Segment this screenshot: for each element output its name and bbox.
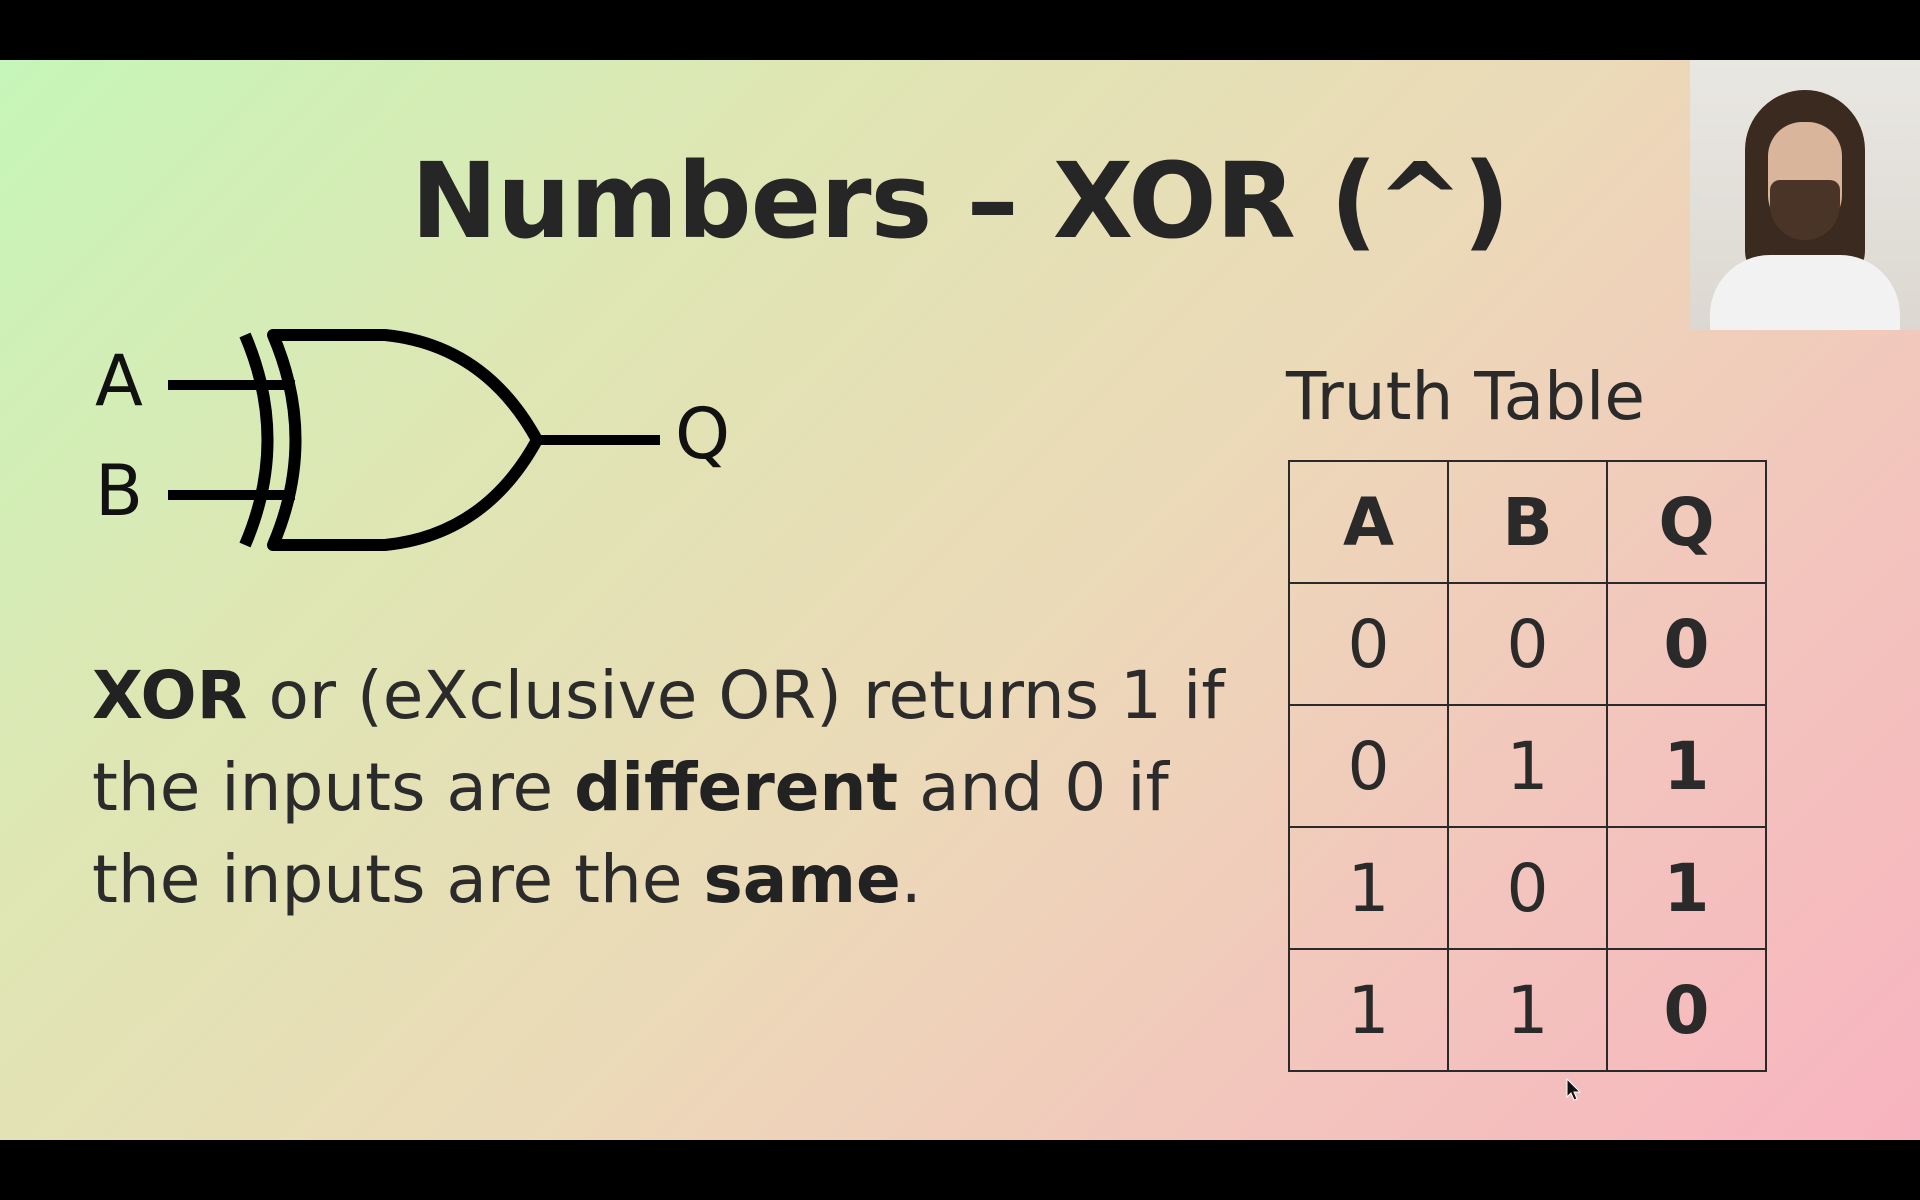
truth-table-cell: 0 (1288, 582, 1449, 706)
gate-output-label: Q (675, 393, 730, 475)
truth-table-cell: 1 (1288, 826, 1449, 950)
truth-table-row: 1 1 0 (1288, 948, 1767, 1072)
slide-title: Numbers – XOR (^) (410, 140, 1510, 262)
truth-table-header-a: A (1288, 460, 1449, 584)
desc-same-bold: same (703, 841, 901, 918)
xor-gate-diagram: A B Q (95, 329, 730, 551)
truth-table-cell: 1 (1447, 948, 1608, 1072)
truth-table-output-cell: 0 (1606, 948, 1767, 1072)
truth-table-output-cell: 1 (1606, 704, 1767, 828)
or-gate-body (267, 329, 543, 551)
truth-table-row: 1 0 1 (1288, 826, 1767, 950)
xor-extra-curve (239, 332, 274, 548)
desc-text-1: or (eXclusive OR) returns 1 if the input… (92, 657, 1225, 826)
gate-input-a-label: A (95, 340, 143, 422)
desc-text-2: and 0 if the inputs are the (92, 749, 1169, 918)
truth-table-cell: 0 (1288, 704, 1449, 828)
truth-table-title: Truth Table (1286, 358, 1645, 435)
truth-table-cell: 1 (1447, 704, 1608, 828)
desc-different-bold: different (574, 749, 899, 826)
presenter-webcam (1690, 60, 1920, 330)
truth-table-header-b: B (1447, 460, 1608, 584)
desc-text-3: . (900, 841, 922, 918)
truth-table-output-cell: 1 (1606, 826, 1767, 950)
webcam-presenter-beard (1770, 180, 1840, 240)
truth-table-cell: 0 (1447, 826, 1608, 950)
truth-table-header-q: Q (1606, 460, 1767, 584)
truth-table-output-cell: 0 (1606, 582, 1767, 706)
truth-table-cell: 1 (1288, 948, 1449, 1072)
xor-description: XOR or (eXclusive OR) returns 1 if the i… (92, 650, 1242, 926)
mouse-cursor-icon (1566, 1078, 1582, 1101)
truth-table-cell: 0 (1447, 582, 1608, 706)
truth-table-header-row: A B Q (1288, 460, 1767, 584)
truth-table-row: 0 1 1 (1288, 704, 1767, 828)
truth-table: A B Q 0 0 0 0 1 1 1 0 1 1 1 0 (1288, 460, 1767, 1072)
truth-table-row: 0 0 0 (1288, 582, 1767, 706)
desc-xor-bold: XOR (92, 657, 248, 734)
presentation-slide: Numbers – XOR (^) A B Q XOR or (eXclusiv… (0, 60, 1920, 1140)
gate-input-b-label: B (95, 450, 143, 532)
webcam-presenter-shirt (1710, 255, 1900, 330)
